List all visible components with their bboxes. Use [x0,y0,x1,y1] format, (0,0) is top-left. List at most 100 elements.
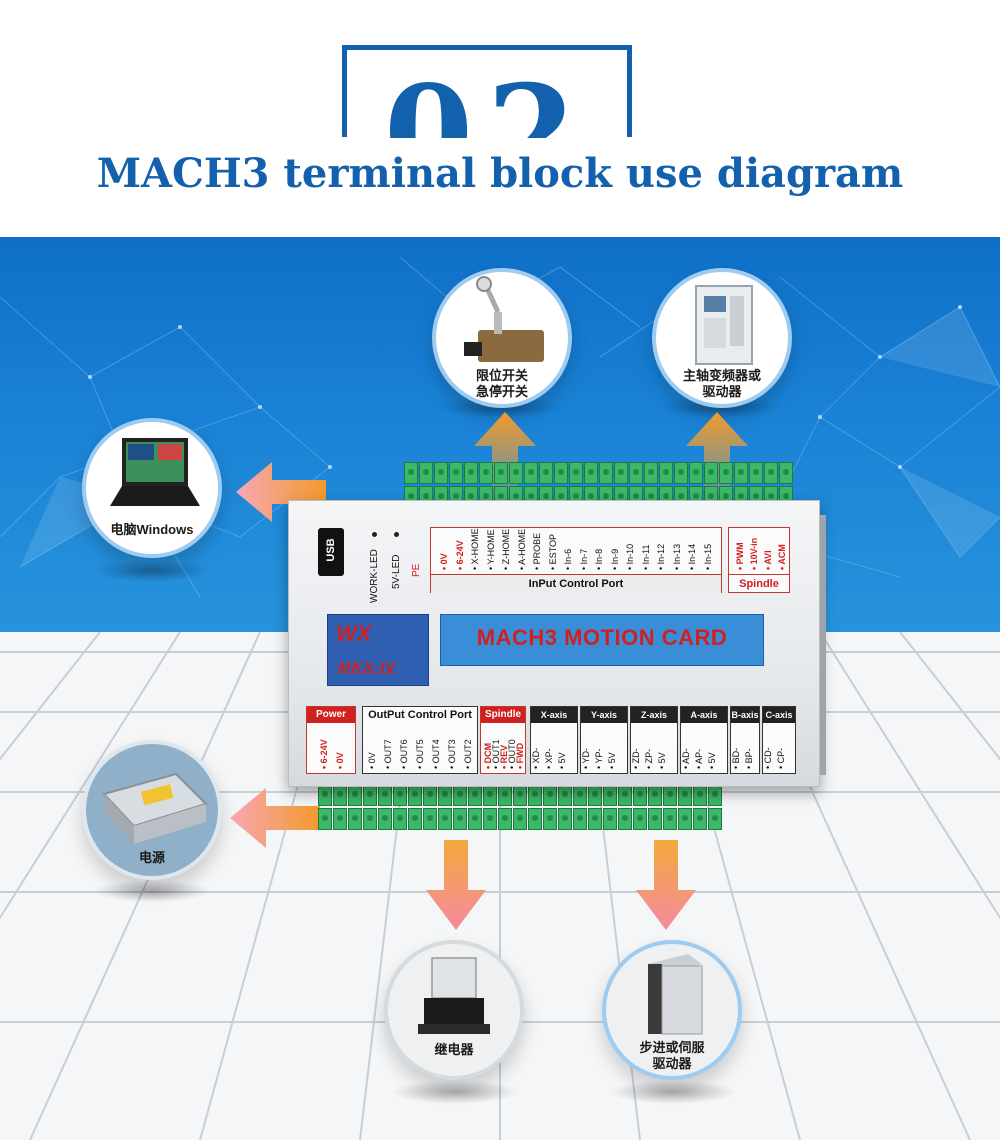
pin-label: • ZD- [631,748,641,769]
terminal-screw [528,784,542,806]
terminal-screw [629,462,643,484]
number-badge-frame [342,45,632,137]
top-terminal-block [404,462,794,484]
terminal-screw [393,808,407,830]
bubble-shadow [608,1080,738,1104]
pe-label: PE [411,563,422,577]
terminal-screw [404,462,418,484]
axis-title: B-axis [731,707,759,723]
terminal-screw [378,808,392,830]
pin-label: • PROBE [532,532,542,570]
bubble-shadow [390,1080,520,1104]
axis-section-y-axis: Y-axis• YD-• YP-• 5V [580,706,628,774]
terminal-screw [513,784,527,806]
pin-label: • XD- [531,747,541,769]
pin-label: • AP- [694,748,704,769]
pin-label: • 0V [367,752,377,769]
output-port-title: OutPut Control Port [368,709,472,721]
spindle-label-2: 驱动器 [702,384,742,399]
terminal-screw [479,462,493,484]
limit-switch-label-1: 限位开关 [475,368,528,383]
spindle-bottom-title: Spindle [481,707,525,723]
power-label: 电源 [138,850,165,865]
model-name: MKX-IV [338,659,397,676]
power-input-section: Power • 6-24V• 0V [306,706,356,774]
terminal-screw [779,462,793,484]
pin-label: • AD- [681,748,691,769]
power-supply-bubble: 电源 [82,740,222,880]
pin-label: • Z-HOME [501,528,511,570]
terminal-screw [648,808,662,830]
spindle-top-title: Spindle [729,574,789,593]
axis-title: Z-axis [631,707,677,723]
terminal-screw [438,808,452,830]
terminal-screw [704,462,718,484]
spindle-control-section: Spindle • DCM• OUT1• REV• OUT0• FWD [480,706,526,774]
arrow-down-to-relay [426,840,486,930]
terminal-screw [588,784,602,806]
pin-label: • 5V [557,752,567,769]
terminal-screw [498,808,512,830]
pin-label: • In-15 [702,543,713,570]
terminal-screw [509,462,523,484]
pin-label: • OUT4 [431,739,441,769]
5v-led-indicator [394,532,399,537]
pin-label: • YP- [594,748,604,770]
bubble-shadow [92,560,212,582]
arrow-up-to-limit-switch [474,412,536,502]
brand-logo: WX [336,621,372,646]
power-section-title: Power [307,707,355,723]
card-label-box: MACH3 MOTION CARD [440,614,764,666]
section-number: 02 [383,58,591,138]
computer-bubble: 电脑Windows [82,418,222,558]
limit-switch-bubble: 限位开关 急停开关 [432,268,572,408]
axis-title: X-axis [531,707,577,723]
pin-label: • A-HOME [516,528,527,570]
pin-label: • 5V [657,752,667,769]
pin-label: • 6-24V [319,739,329,769]
pin-label: • In-7 [578,548,589,570]
terminal-screw [318,784,332,806]
driver-label-1: 步进或伺服 [639,1040,705,1055]
terminal-screw [543,808,557,830]
input-control-port: • 0V• 6-24V• X-HOME• Y-HOME• Z-HOME• A-H… [430,527,722,593]
usb-label: USB [325,538,337,562]
terminal-screw [558,808,572,830]
bottom-terminal-block-lower [318,808,723,830]
card-side-edge [818,515,826,775]
terminal-screw [419,462,433,484]
axis-title: C-axis [763,707,795,723]
pin-label: • OUT2 [463,739,473,769]
pin-label: • CP- [776,747,786,769]
5v-led-label: 5V-LED [391,554,402,589]
usb-port[interactable]: USB [318,528,344,576]
terminal-screw [588,808,602,830]
terminal-screw [614,462,628,484]
input-port-title: InPut Control Port [431,574,721,593]
terminal-screw [633,784,647,806]
terminal-screw [539,462,553,484]
terminal-screw [554,462,568,484]
pin-label: • X-HOME [470,528,480,570]
pin-label: • OUT5 [415,739,425,769]
pin-label: • 0V [439,553,449,570]
arrow-up-to-spindle [686,412,748,502]
terminal-screw [663,808,677,830]
axis-title: Y-axis [581,707,627,723]
terminal-screw [678,784,692,806]
pin-label: • OUT3 [447,739,457,769]
axis-title: A-axis [681,707,727,723]
terminal-screw [438,784,452,806]
terminal-screw [584,462,598,484]
pin-label: • In-10 [625,543,635,570]
terminal-screw [363,784,377,806]
terminal-screw [363,808,377,830]
terminal-screw [333,784,347,806]
terminal-screw [348,784,362,806]
terminal-screw [708,784,722,806]
limit-switch-icon [464,276,544,362]
terminal-screw [453,784,467,806]
spindle-inverter-bubble: 主轴变频器或 驱动器 [652,268,792,408]
pin-label: • ACM [777,544,787,570]
terminal-screw [333,808,347,830]
